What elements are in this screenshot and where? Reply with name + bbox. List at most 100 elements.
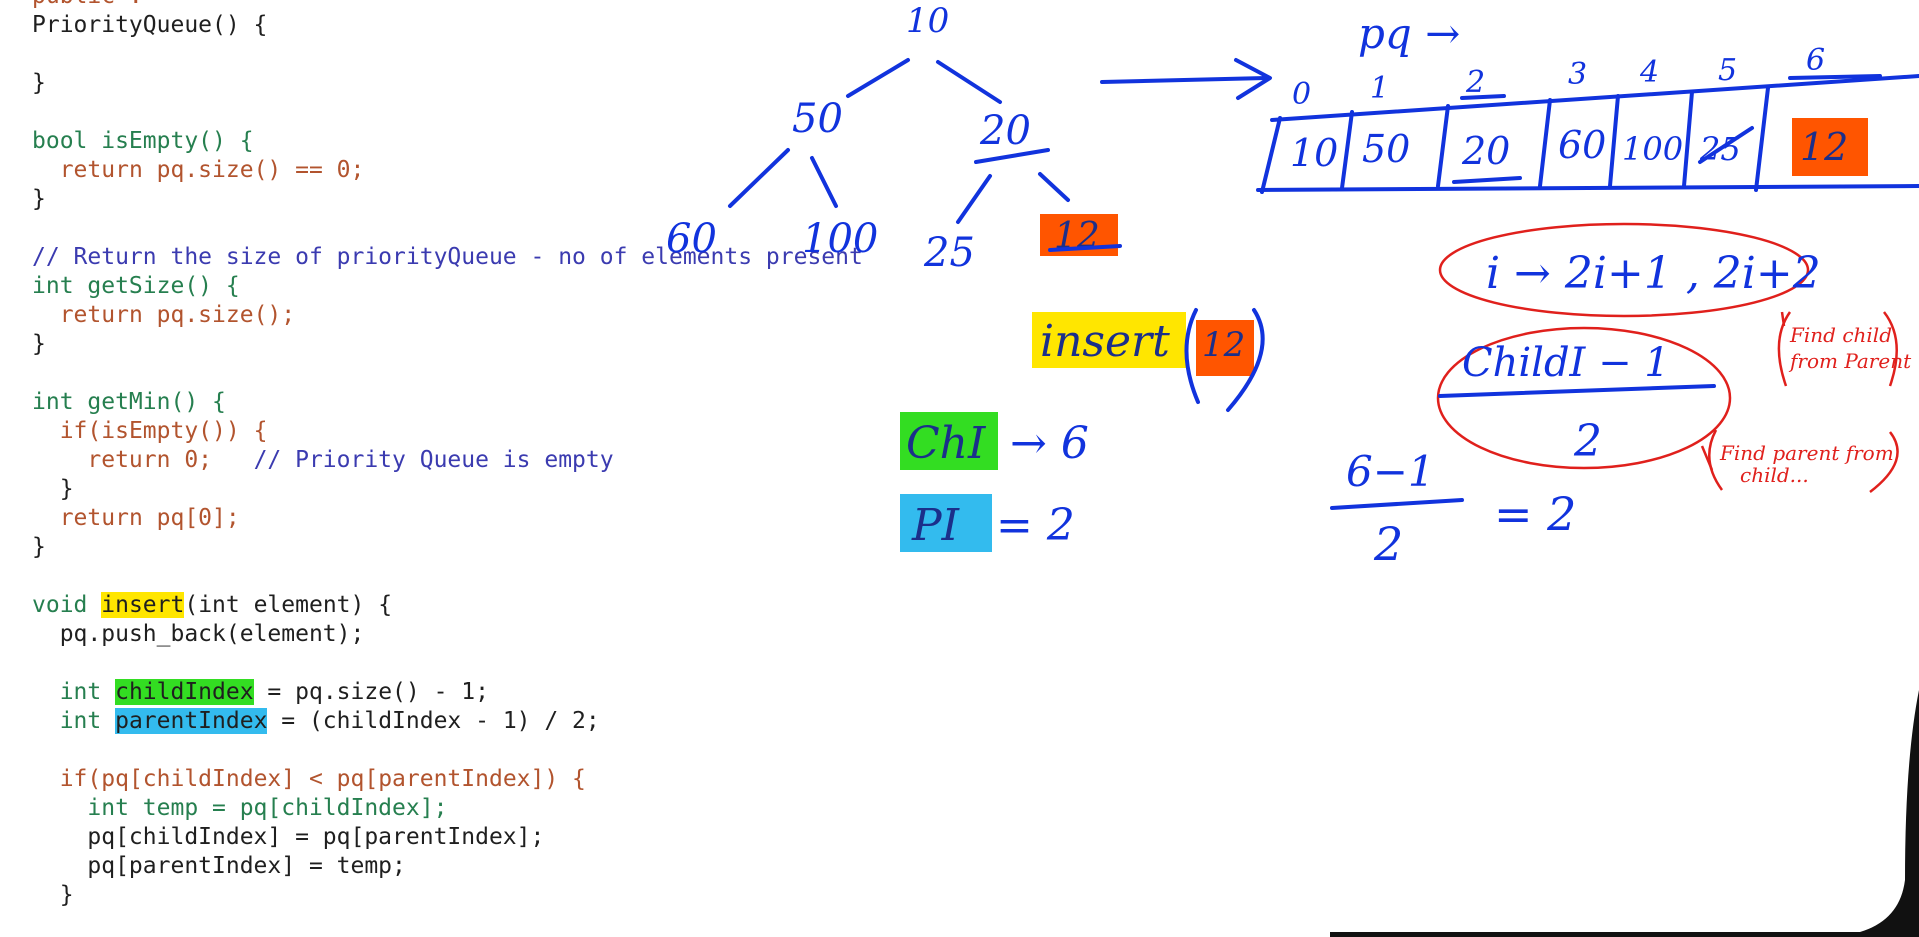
array-label: pq → [1358,9,1460,58]
code-line: } [32,533,972,562]
code-text: int getSize() { [32,273,240,299]
parent-formula-top: ChildI − 1 [1462,340,1670,386]
code-line: return pq.size(); [32,301,972,330]
code-text: } [32,331,46,357]
parent-note-value: = 2 [996,500,1075,551]
insert-arg: 12 [1202,325,1245,365]
code-line: pq[parentIndex] = temp; [32,852,972,881]
code-text: if(pq[childIndex] < pq[parentIndex]) { [59,766,586,792]
find-parent-note: Find parent from [1719,441,1894,465]
tree-edge [956,174,992,224]
code-text: if(isEmpty()) { [59,418,268,444]
code-line: if(isEmpty()) { [32,417,972,446]
tree-edge [728,148,790,208]
code-line: int childIndex = pq.size() - 1; [32,678,972,707]
array-index: 1 [1370,71,1389,106]
code-line: public : [32,0,972,11]
arrow-icon [1100,58,1272,100]
insert-label-highlight [1032,312,1186,368]
tree-edge [846,58,910,98]
example-bottom: 2 [1373,517,1403,571]
code-line: pq.push_back(element); [32,620,972,649]
new-slot-highlight [1792,118,1868,176]
formula-circle [1438,222,1810,318]
code-text: pq[childIndex] = pq[parentIndex]; [87,824,545,850]
code-text: pq.push_back(element); [59,621,365,647]
child-index-highlight: childIndex [115,679,254,705]
frame-edge [1330,690,1919,937]
code-line: bool isEmpty() { [32,127,972,156]
code-line: } [32,475,972,504]
tree-node-25: 25 [923,230,975,276]
code-panel: public : PriorityQueue() { } bool isEmpt… [32,0,972,910]
brace [1708,429,1899,493]
code-comment: // Priority Queue is empty [253,447,614,473]
code-line: int getMin() { [32,388,972,417]
array-index: 2 [1465,65,1485,100]
formula-circle [1436,326,1732,470]
tree-edge [810,156,838,208]
tree-underline [974,148,1050,164]
insert-arg-highlight [1196,320,1254,376]
code-text: int [59,708,116,734]
code-line: PriorityQueue() { [32,11,972,40]
code-text: } [32,70,46,96]
parent-formula-bottom: 2 [1573,416,1602,467]
code-line: return pq.size() == 0; [32,156,972,185]
array-index: 6 [1806,43,1825,78]
code-text: pq[parentIndex] = temp; [87,853,406,879]
code-comment: // Return the size of priorityQueue - no… [32,244,863,270]
tree-edge [1038,172,1070,202]
code-line: int parentIndex = (childIndex - 1) / 2; [32,707,972,736]
tree-underline [1048,244,1122,252]
parent-formula: ChildI − 1 2 Find parent from child... [1436,326,1899,493]
find-child-note: from Parent [1788,349,1912,373]
code-text: public : [32,0,143,9]
code-text: int getMin() { [32,389,226,415]
code-line: } [32,69,972,98]
code-line: return pq[0]; [32,504,972,533]
array-value: 12 [1800,125,1848,169]
parent-note-highlight [900,494,992,552]
code-text: return pq.size() == 0; [59,157,365,183]
strike-mark [1698,126,1754,164]
code-text: return 0; [87,447,213,473]
tree-node-root: 10 [906,1,949,41]
array-index: 5 [1718,53,1737,88]
parent-note-label: PI [911,500,961,551]
tree-edge [936,60,1002,104]
code-line: if(pq[childIndex] < pq[parentIndex]) { [32,765,972,794]
code-text: } [32,534,46,560]
insert-call: insert 12 [1032,308,1265,412]
code-text: int temp = pq[childIndex]; [87,795,448,821]
tree-node-20: 20 [979,108,1031,154]
array-dividers [1260,86,1770,194]
parent-index-note: PI = 2 [900,494,1075,552]
tree-node-60: 60 [666,216,717,262]
tree-node-100: 100 [802,216,878,262]
code-line: } [32,185,972,214]
fraction-bar [1330,498,1464,510]
code-text: return pq.size(); [59,302,296,328]
child-formula-text: i → 2i+1 , 2i+2 [1486,248,1821,299]
insert-highlight: insert [101,592,185,618]
code-line: void insert(int element) { [32,591,972,620]
array-top-line [1270,74,1919,122]
array-value: 100 [1622,130,1683,168]
example-result: = 2 [1494,487,1576,541]
insert-label: insert [1040,316,1170,367]
child-index-note: ChI → 6 [900,412,1089,470]
code-line: pq[childIndex] = pq[parentIndex]; [32,823,972,852]
brace [1777,311,1898,387]
code-line: int temp = pq[childIndex]; [32,794,972,823]
code-text: = pq.size() - 1; [253,679,489,705]
child-note-highlight [900,412,998,470]
code-line: // Return the size of priorityQueue - no… [32,243,972,272]
array-index: 0 [1292,77,1311,112]
child-note-label: ChI [906,418,987,469]
code-text: } [59,882,74,908]
value-underline [1452,176,1522,184]
code-text: bool isEmpty() { [32,128,254,154]
heap-array: pq → 0 1 2 3 4 5 6 10 50 20 60 100 25 12 [1256,9,1919,194]
